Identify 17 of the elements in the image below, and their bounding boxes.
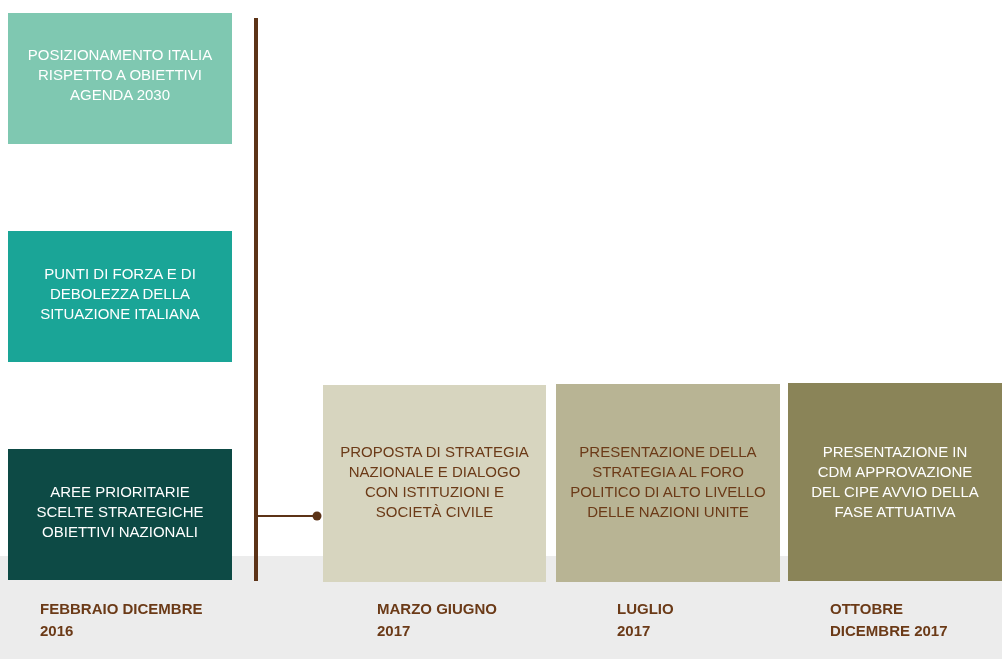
info-box <box>8 13 232 144</box>
date-label: FEBBRAIO DICEMBRE 2016 <box>40 599 204 641</box>
box-text: PRESENTAZIONE IN CDM APPROVAZIONE DEL CIPE AVVIO DELLA FASE ATTUATIVA <box>810 442 980 522</box>
phase-box <box>323 385 546 582</box>
box-text: PUNTI DI FORZA E DI DEBOLEZZA DELLA SITUAZIONE ITALIANA <box>39 264 201 324</box>
box-text: POSIZIONAMENTO ITALIA RISPETTO A OBIETTIVI AGENDA 2030 <box>26 45 214 105</box>
info-box <box>8 449 232 580</box>
info-box <box>8 231 232 362</box>
phase-box <box>788 383 1002 581</box>
box-text: PROPOSTA DI STRATEGIA NAZIONALE E DIALOGO CON ISTITUZIONI E SOCIETÀ CIVILE <box>339 442 530 522</box>
phase-box <box>556 384 780 582</box>
date-label: LUGLIO 2017 <box>617 599 675 641</box>
connector-line <box>257 511 322 521</box>
box-text: AREE PRIORITARIE SCELTE STRATEGICHE OBIETTIVI NAZIONALI <box>35 482 205 542</box>
date-label: OTTOBRE DICEMBRE 2017 <box>830 599 949 641</box>
date-label: MARZO GIUGNO 2017 <box>377 599 498 641</box>
box-text: PRESENTAZIONE DELLA STRATEGIA AL FORO POLITICO DI ALTO LIVELLO DELLE NAZIONI UNITE <box>569 442 767 522</box>
